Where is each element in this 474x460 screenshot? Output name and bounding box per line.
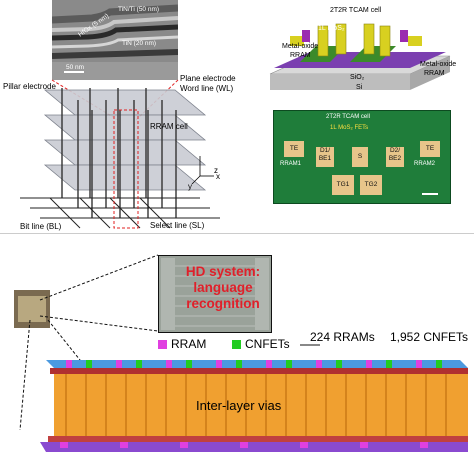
zoom-lines-top	[51, 79, 179, 121]
tcam-photo: 2T2R TCAM cell 1L MoS₂ FETs TE TE RRAM1 …	[273, 110, 451, 204]
inter-layer-vias-label: Inter-layer vias	[196, 398, 282, 413]
cnfet-legend-swatch	[232, 340, 241, 349]
tcam-photo-title: 2T2R TCAM cell	[326, 114, 370, 120]
s-pad: S	[352, 147, 368, 167]
d1-label: D1/	[319, 147, 331, 154]
rram-legend-label: RRAM	[171, 337, 207, 351]
section-divider	[0, 233, 474, 234]
axis-x-label: x	[216, 172, 220, 181]
3d-stack-diagram	[40, 360, 468, 452]
d2-label: D2/	[389, 147, 401, 154]
tem-tin-label: TiN (20 nm)	[122, 40, 157, 47]
cnfet-count-label: 1,952 CNFETs	[390, 330, 469, 344]
tg1-pad: TG1	[332, 175, 354, 195]
plane-electrode-label: Plane electrode	[180, 74, 236, 83]
tcam-3d-fets-label: 1L MoS₂ FETs	[318, 25, 363, 32]
rram-legend-swatch	[158, 340, 167, 349]
hd-system-chip: HD system: language recognition	[158, 255, 272, 333]
be2-label: BE2	[388, 155, 402, 162]
axis-y-label: y	[188, 182, 192, 191]
tcam-3d-title: 2T2R TCAM cell	[330, 7, 382, 14]
crossbar-diagram	[20, 88, 220, 229]
tcam-3d-sio2-label: SiO₂	[350, 74, 365, 81]
tcam-3d-si-label: Si	[356, 84, 363, 91]
tem-image: TiN/Ti (50 nm) HfOx (5 nm) TiN (20 nm) 5…	[52, 0, 178, 80]
d2-be2-pad: D2/ BE2	[386, 147, 404, 167]
te-right-pad: TE	[420, 141, 440, 157]
bit-line-label: Bit line (BL)	[20, 222, 62, 231]
scale-bar	[422, 193, 438, 195]
hd-line-3: recognition	[186, 296, 260, 311]
tg2-pad: TG2	[360, 175, 382, 195]
te-left-pad: TE	[284, 141, 304, 157]
hd-line-1: HD system:	[185, 264, 261, 279]
tcam-3d-rram-left-1: Metal-oxide	[282, 43, 319, 50]
select-line-label: Select line (SL)	[150, 221, 205, 230]
wafer-photo	[14, 290, 50, 328]
hd-line-2: language	[193, 280, 253, 295]
tcam-photo-fets-label: 1L MoS₂ FETs	[330, 125, 369, 131]
tem-scale-label: 50 nm	[66, 64, 85, 71]
tcam-3d-rram-right-2: RRAM	[424, 70, 445, 77]
tcam-3d-rram-right-1: Metal-oxide	[420, 61, 457, 68]
tem-tin-ti-label: TiN/Ti (50 nm)	[118, 6, 160, 13]
rram-cell-label: RRAM cell	[150, 122, 188, 131]
pillar-electrode-label: Pillar electrode	[3, 82, 56, 91]
word-line-label: Word line (WL)	[180, 84, 234, 93]
d1-be1-pad: D1/ BE1	[316, 147, 334, 167]
rram1-label: RRAM1	[280, 161, 302, 167]
cnfet-legend-label: CNFETs	[245, 337, 290, 351]
tcam-3d-diagram	[269, 23, 451, 90]
rram-count-label: 224 RRAMs	[310, 330, 375, 344]
rram2-label: RRAM2	[414, 161, 436, 167]
tcam-3d-rram-left-2: RRAM	[290, 52, 311, 59]
axis-z-label: z	[214, 166, 218, 175]
be1-label: BE1	[318, 155, 332, 162]
hd-system-title: HD system: language recognition	[183, 264, 263, 312]
